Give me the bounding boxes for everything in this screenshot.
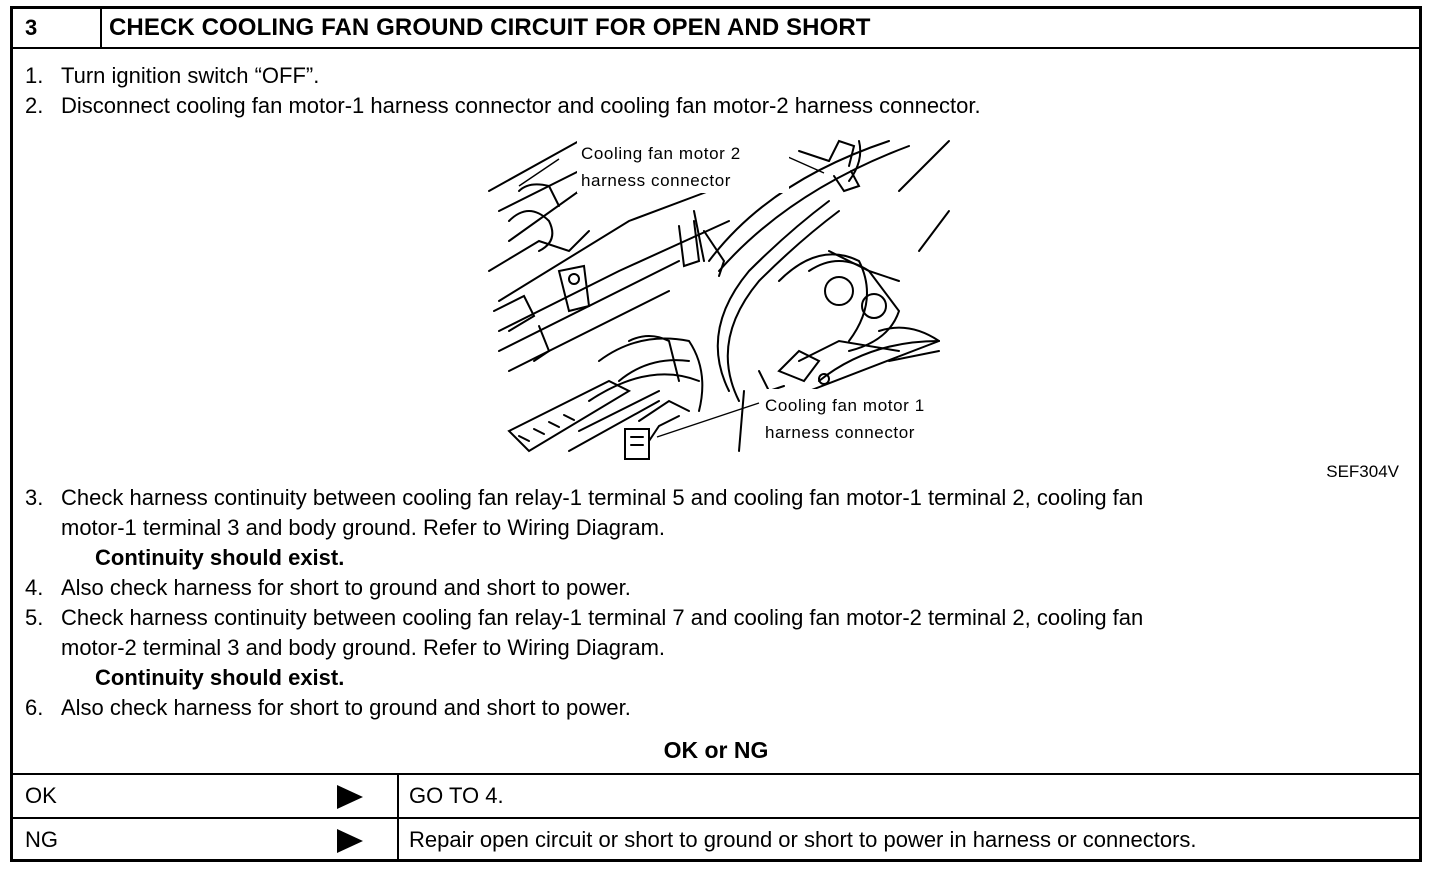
procedure-step-4: 4. Also check harness for short to ground…	[25, 573, 631, 603]
step-header: 3 CHECK COOLING FAN GROUND CIRCUIT FOR O…	[13, 9, 1419, 49]
result-label-ok: OK	[25, 783, 57, 808]
procedure-step-3-note: Continuity should exist.	[95, 545, 345, 570]
column-divider	[397, 819, 399, 861]
step-text: Check harness continuity between cooling…	[61, 605, 1144, 630]
diagnostic-step-table: 3 CHECK COOLING FAN GROUND CIRCUIT FOR O…	[10, 6, 1422, 862]
step-index: 1.	[25, 63, 44, 88]
step-index: 6.	[25, 695, 44, 720]
procedure-step-5-cont: motor-2 terminal 3 and body ground. Refe…	[61, 635, 666, 660]
procedure-step-6: 6. Also check harness for short to ground…	[25, 693, 631, 723]
arrow-right-icon	[337, 829, 363, 853]
procedure-step-5-note: Continuity should exist.	[95, 665, 345, 690]
step-text: Check harness continuity between cooling…	[61, 485, 1144, 510]
figure-code: SEF304V	[1326, 462, 1399, 481]
step-number: 3	[13, 9, 102, 47]
step-index: 4.	[25, 575, 44, 600]
result-row-ok: OK GO TO 4.	[13, 773, 1419, 817]
arrow-right-icon	[337, 785, 363, 809]
label-motor2-line2: harness connector	[581, 171, 731, 190]
procedure-step-5: 5. Check harness continuity between cooli…	[25, 603, 1143, 633]
engine-bay-illustration: Cooling fan motor 2 harness connector Co…	[488, 137, 959, 460]
step-text: Also check harness for short to ground a…	[61, 575, 631, 600]
label-motor1-line1: Cooling fan motor 1	[765, 396, 925, 415]
step-index: 3.	[25, 485, 44, 510]
label-motor1-line2: harness connector	[765, 423, 915, 442]
step-index: 5.	[25, 605, 44, 630]
step-text: Disconnect cooling fan motor-1 harness c…	[61, 93, 981, 118]
result-action-ng: Repair open circuit or short to ground o…	[409, 827, 1197, 852]
label-motor2-line1: Cooling fan motor 2	[581, 144, 741, 163]
result-row-ng: NG Repair open circuit or short to groun…	[13, 817, 1419, 861]
column-divider	[397, 775, 399, 817]
result-heading: OK or NG	[663, 737, 769, 763]
result-action-ok: GO TO 4.	[409, 783, 504, 808]
procedure-step-1: 1. Turn ignition switch “OFF”.	[25, 61, 319, 91]
procedure-step-3-cont: motor-1 terminal 3 and body ground. Refe…	[61, 515, 666, 540]
step-title: CHECK COOLING FAN GROUND CIRCUIT FOR OPE…	[109, 14, 871, 41]
illustration-labels: Cooling fan motor 2 harness connector Co…	[577, 137, 959, 445]
result-label-ng: NG	[25, 827, 58, 852]
procedure-step-2: 2. Disconnect cooling fan motor-1 harness…	[25, 91, 981, 121]
step-index: 2.	[25, 93, 44, 118]
step-text: Turn ignition switch “OFF”.	[61, 63, 320, 88]
step-text: Also check harness for short to ground a…	[61, 695, 631, 720]
procedure-step-3: 3. Check harness continuity between cooli…	[25, 483, 1143, 513]
